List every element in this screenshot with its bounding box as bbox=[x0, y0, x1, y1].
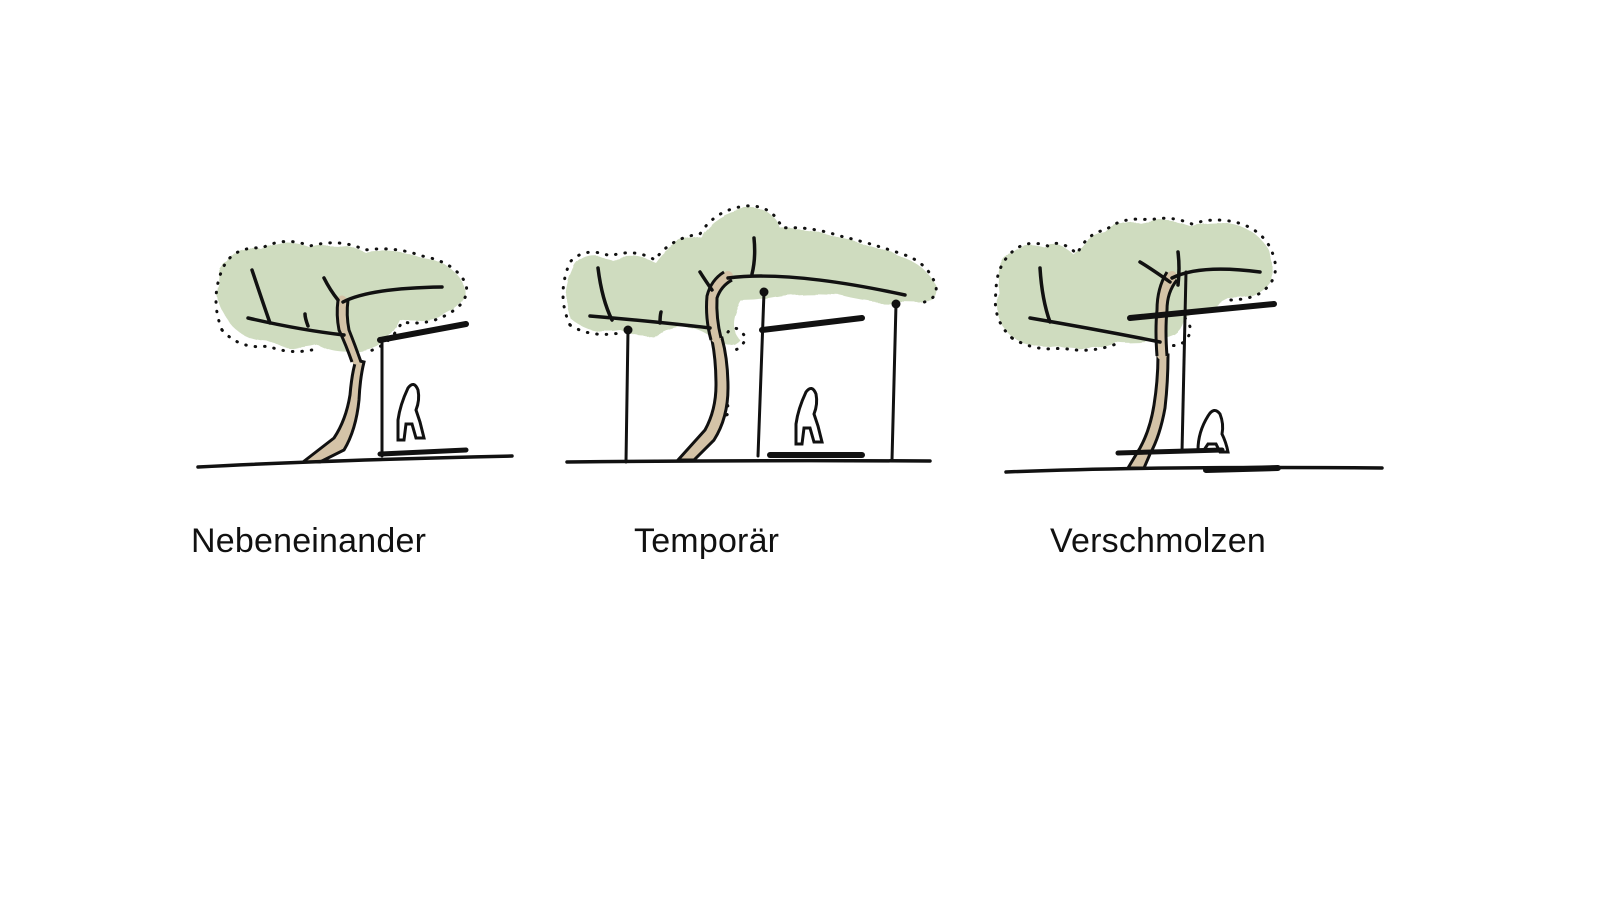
tree-trunk bbox=[674, 270, 733, 462]
seated-person-icon bbox=[396, 383, 426, 442]
tree-branches bbox=[246, 268, 444, 337]
seated-person-icon bbox=[1196, 409, 1230, 454]
panel-temporaer bbox=[561, 204, 938, 464]
panel-nebeneinander bbox=[196, 240, 514, 469]
shelter bbox=[377, 321, 469, 458]
caption-verschmolzen: Verschmolzen bbox=[1050, 522, 1266, 560]
tree-trunk bbox=[298, 295, 366, 464]
shelter bbox=[623, 287, 901, 464]
tree-branches bbox=[1028, 250, 1262, 344]
foliage-canopy bbox=[996, 220, 1274, 349]
foliage-dots bbox=[214, 240, 469, 354]
ground-line bbox=[565, 458, 932, 464]
seated-person-icon bbox=[794, 387, 824, 446]
ground-line bbox=[196, 454, 514, 469]
tree-branches bbox=[588, 236, 907, 330]
caption-temporaer: Temporär bbox=[634, 522, 780, 560]
caption-nebeneinander: Nebeneinander bbox=[191, 522, 427, 560]
ground-line bbox=[1004, 465, 1384, 474]
panel-verschmolzen bbox=[993, 216, 1384, 474]
